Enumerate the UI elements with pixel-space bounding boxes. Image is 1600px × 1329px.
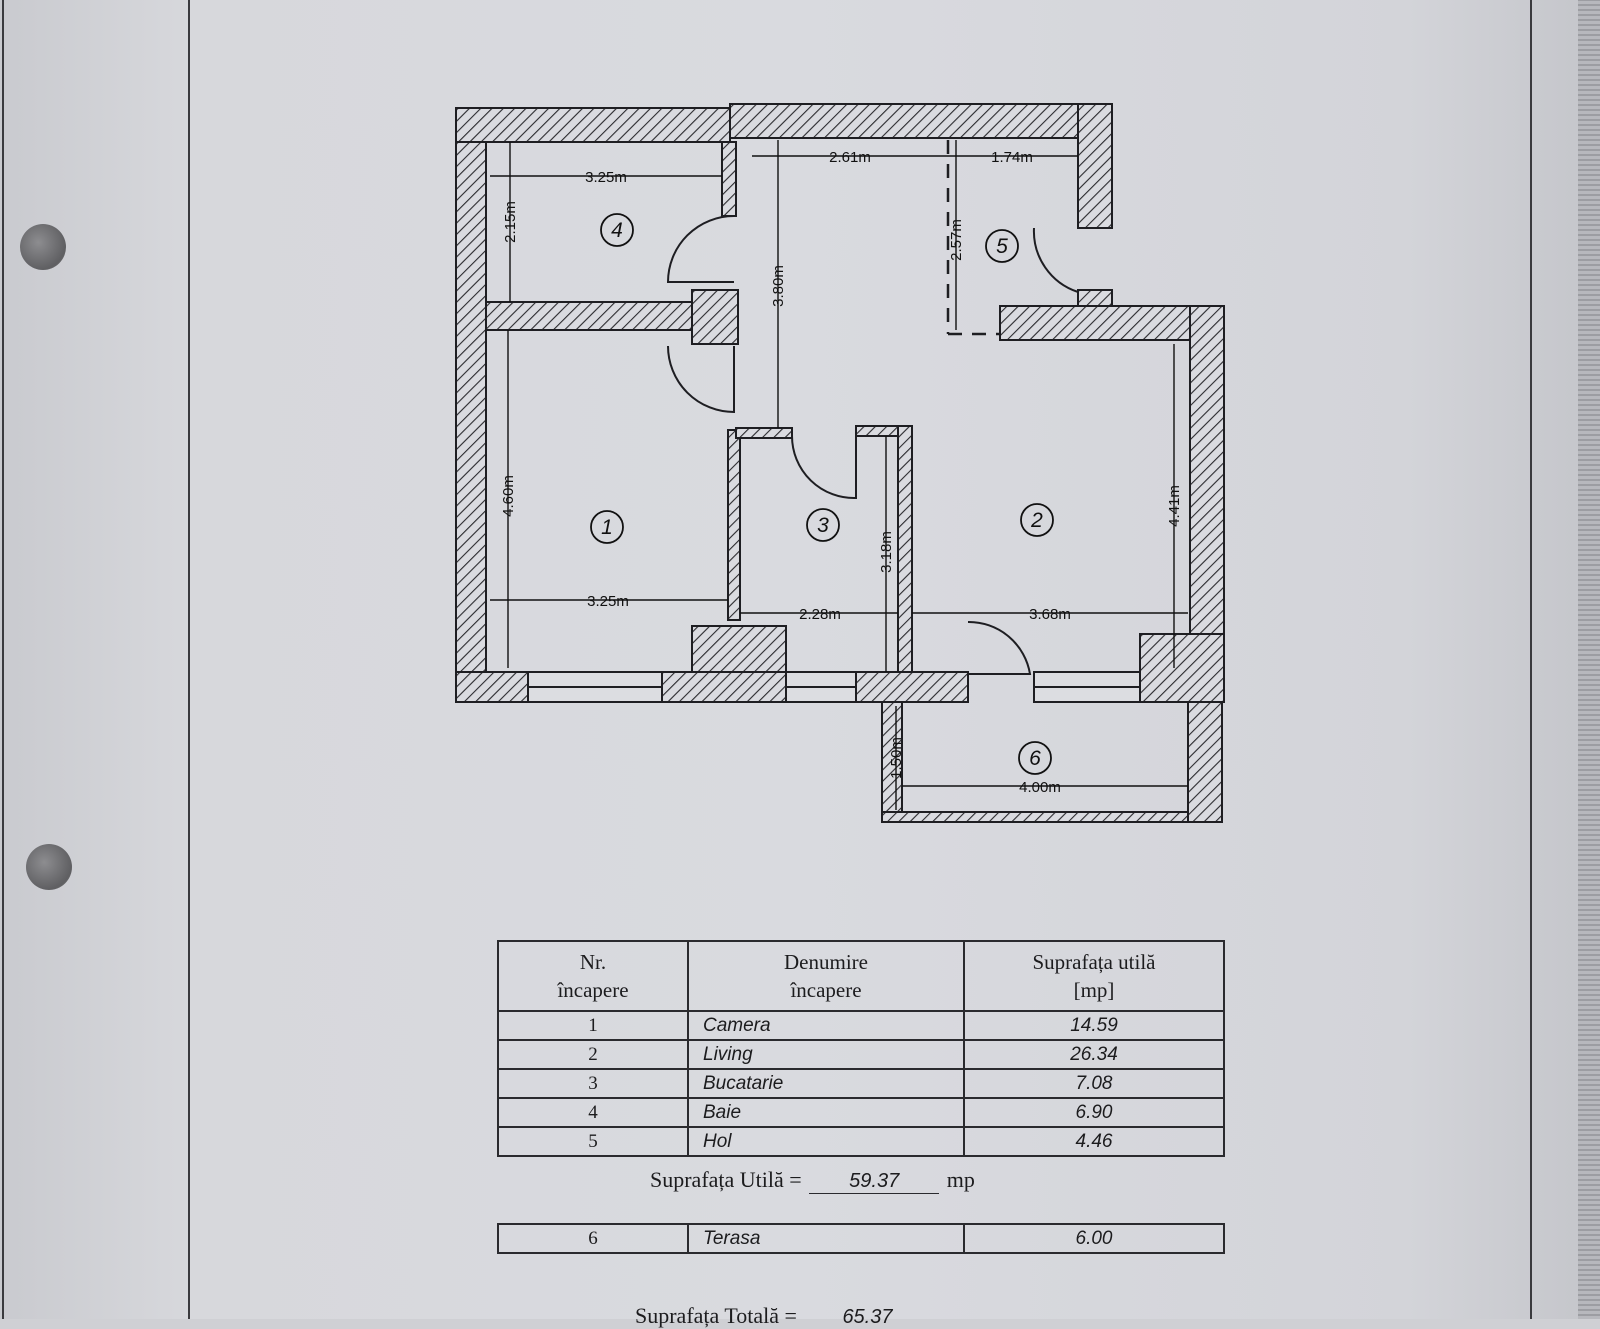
- header-nr: Nr. încapere: [497, 940, 689, 1012]
- doors: [666, 215, 1079, 675]
- dim-hall-height: 3.80m: [770, 265, 787, 307]
- row-name: Hol: [687, 1126, 965, 1157]
- table-row: 6 Terasa 6.00: [497, 1223, 1225, 1254]
- row-name: Bucatarie: [687, 1068, 965, 1099]
- row-nr: 5: [497, 1126, 689, 1157]
- opening-lines: [946, 140, 1000, 336]
- terrace-name: Terasa: [687, 1223, 965, 1254]
- row-name: Camera: [687, 1010, 965, 1041]
- row-area: 26.34: [963, 1039, 1225, 1070]
- row-area: 14.59: [963, 1010, 1225, 1041]
- table-header-row: Nr. încapere Denumire încapere Suprafața…: [497, 940, 1225, 1012]
- terrace-nr: 6: [497, 1223, 689, 1254]
- terrace-table: 6 Terasa 6.00: [497, 1223, 1225, 1254]
- room-markers: [590, 213, 1054, 775]
- header-denumire-line1: Denumire: [784, 950, 868, 974]
- room-label-2: 2: [1030, 509, 1043, 532]
- dim-r1-height: 4.60m: [500, 475, 517, 517]
- margin-line-left: [188, 0, 190, 1319]
- margin-line-right: [1530, 0, 1532, 1319]
- useful-area-unit: mp: [946, 1167, 975, 1192]
- header-suprafata: Suprafața utilă [mp]: [963, 940, 1225, 1012]
- dim-r1-width: 3.25m: [587, 593, 629, 610]
- dim-r2-height: 4.41m: [1166, 485, 1183, 527]
- row-area: 6.90: [963, 1097, 1225, 1128]
- dim-r4-width: 3.25m: [585, 169, 627, 186]
- punch-hole-bottom: [26, 844, 72, 890]
- sheet-edge-line: [2, 0, 4, 1319]
- area-table: Nr. încapere Denumire încapere Suprafața…: [497, 940, 1225, 1157]
- dim-r3-height: 3.18m: [878, 531, 895, 573]
- walls: [455, 103, 1225, 823]
- windows: [527, 671, 1141, 703]
- header-suprafata-line2: [mp]: [1073, 978, 1115, 1002]
- terrace-area: 6.00: [963, 1223, 1225, 1254]
- dimension-lines: [490, 140, 1188, 810]
- header-denumire-line2: încapere: [790, 978, 862, 1002]
- header-denumire: Denumire încapere: [687, 940, 965, 1012]
- table-row: 2 Living 26.34: [497, 1039, 1225, 1070]
- header-suprafata-line1: Suprafața utilă: [1032, 950, 1156, 974]
- table-row: 4 Baie 6.90: [497, 1097, 1225, 1128]
- row-area: 7.08: [963, 1068, 1225, 1099]
- floor-plan: 3.25m 2.15m 2.61m 1.74m 3.80m 2.57m 4.60…: [455, 103, 1225, 823]
- room-label-1: 1: [601, 516, 613, 539]
- room-label-3: 3: [817, 514, 829, 537]
- dim-r6-height: 1.50m: [888, 737, 905, 779]
- room-label-5: 5: [996, 235, 1008, 258]
- table-row: 5 Hol 4.46: [497, 1126, 1225, 1157]
- total-area-label: Suprafața Totală =: [635, 1303, 797, 1328]
- dim-r4-height: 2.15m: [502, 201, 519, 243]
- header-nr-line2: încapere: [557, 978, 629, 1002]
- dim-r6-width: 4.00m: [1019, 779, 1061, 796]
- dim-r2-width: 3.68m: [1029, 606, 1071, 623]
- dim-r3-width: 2.28m: [799, 606, 841, 623]
- row-name: Baie: [687, 1097, 965, 1128]
- row-nr: 2: [497, 1039, 689, 1070]
- room-label-6: 6: [1029, 747, 1041, 770]
- table-row: 1 Camera 14.59: [497, 1010, 1225, 1041]
- row-nr: 1: [497, 1010, 689, 1041]
- useful-area-label: Suprafața Utilă =: [650, 1167, 802, 1192]
- punch-hole-top: [20, 224, 66, 270]
- useful-area-line: Suprafața Utilă = 59.37 mp: [650, 1167, 975, 1194]
- row-name: Living: [687, 1039, 965, 1070]
- header-nr-line1: Nr.: [579, 950, 607, 974]
- dim-r5-width: 1.74m: [991, 149, 1033, 166]
- page-stack-edge: [1578, 0, 1600, 1319]
- table-row: 3 Bucatarie 7.08: [497, 1068, 1225, 1099]
- row-area: 4.46: [963, 1126, 1225, 1157]
- dim-r5-height: 2.57m: [948, 219, 965, 261]
- row-nr: 3: [497, 1068, 689, 1099]
- dim-hall-width: 2.61m: [829, 149, 871, 166]
- total-area-value: 65.37: [842, 1306, 893, 1328]
- room-label-4: 4: [611, 219, 623, 242]
- useful-area-value: 59.37: [809, 1170, 940, 1194]
- total-area-line: Suprafața Totală = 65.37: [635, 1303, 932, 1329]
- row-nr: 4: [497, 1097, 689, 1128]
